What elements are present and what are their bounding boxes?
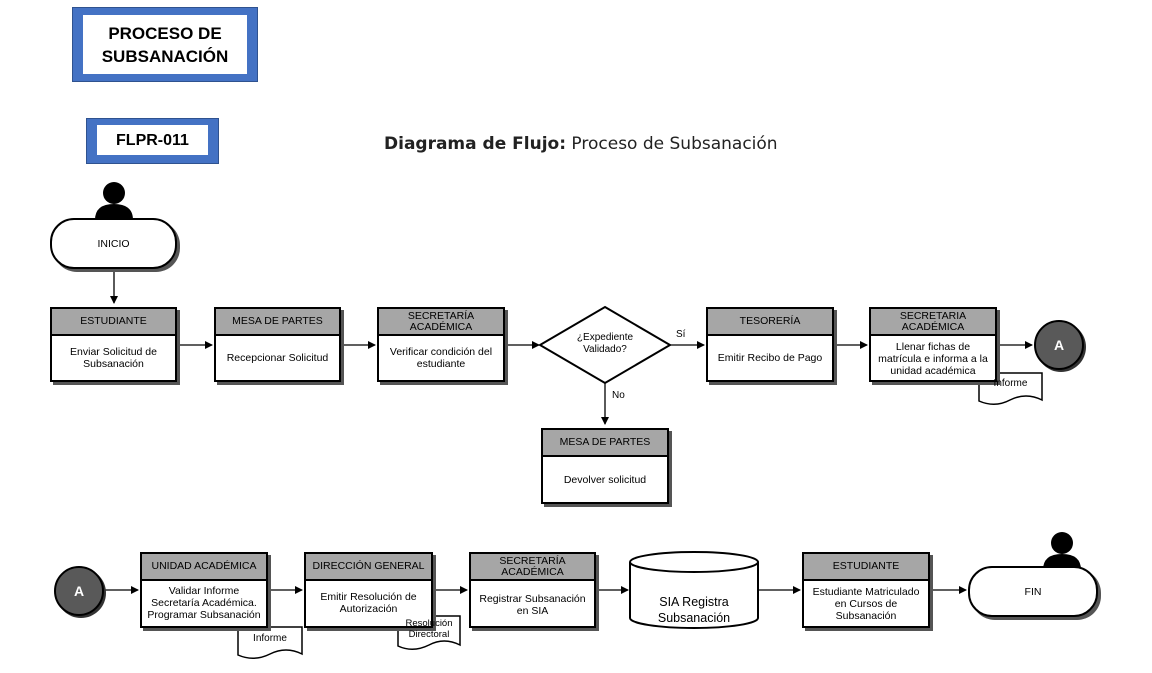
heading-rest: Proceso de Subsanación	[571, 134, 778, 154]
step-text: Recepcionar Solicitud	[226, 352, 329, 364]
step-estudiante: ESTUDIANTE Enviar Solicitud de Subsanaci…	[50, 307, 177, 382]
step-role: ESTUDIANTE	[804, 554, 928, 581]
step-text: Emitir Recibo de Pago	[717, 352, 823, 364]
step-secretaria-3: SECRETARÍA ACADÉMICA Registrar Subsanaci…	[469, 552, 596, 628]
step-text: Emitir Resolución de Autorización	[320, 591, 417, 615]
step-unidad-academica: UNIDAD ACADÉMICA Validar Informe Secreta…	[140, 552, 268, 628]
step-role: SECRETARÍA ACADÉMICA	[379, 309, 503, 336]
start-terminal: INICIO	[50, 218, 177, 269]
step-direccion-general: DIRECCIÓN GENERAL Emitir Resolución de A…	[304, 552, 433, 628]
diagram-heading: Diagrama de Flujo: Proceso de Subsanació…	[384, 134, 778, 154]
step-text: Validar Informe Secretaría Académica. Pr…	[147, 585, 261, 621]
step-text: Verificar condición del estudiante	[389, 346, 493, 370]
database-cylinder	[629, 551, 759, 629]
person-icon-start	[95, 182, 133, 220]
document-resolucion-text: Resolución Directoral	[405, 618, 453, 640]
document-informe-2-text: Informe	[253, 633, 287, 644]
person-icon-end	[1043, 532, 1081, 570]
step-tesoreria: TESORERÍA Emitir Recibo de Pago	[706, 307, 834, 382]
end-terminal: FIN	[968, 566, 1098, 617]
document-informe-1-text: Informe	[993, 378, 1028, 389]
step-text: Registrar Subsanación en SIA	[479, 593, 586, 617]
process-code-box: FLPR-011	[86, 118, 219, 164]
step-text: Llenar fichas de matrícula e informa a l…	[878, 341, 988, 377]
process-title: PROCESO DE SUBSANACIÓN	[83, 15, 247, 74]
connector-a-out: A	[1034, 320, 1084, 370]
connector-a-in: A	[54, 566, 104, 616]
step-role: SECRETARÍA ACADÉMICA	[471, 554, 594, 581]
step-role: TESORERÍA	[708, 309, 832, 336]
step-mesa-partes-devolver: MESA DE PARTES Devolver solicitud	[541, 428, 669, 504]
document-informe-2	[237, 626, 303, 659]
step-secretaria-2: SECRETARIA ACADÉMICA Llenar fichas de ma…	[869, 307, 997, 382]
decision-diamond	[538, 305, 672, 385]
step-text: Enviar Solicitud de Subsanación	[70, 346, 157, 370]
step-role: MESA DE PARTES	[216, 309, 339, 336]
step-text: Estudiante Matriculado en Cursos de Subs…	[812, 586, 920, 622]
step-mesa-partes: MESA DE PARTES Recepcionar Solicitud	[214, 307, 341, 382]
database-text: SIA Registra Subsanación	[657, 595, 731, 625]
decision-yes-label: Sí	[676, 329, 686, 340]
decision-text: ¿Expediente Validado?	[576, 332, 634, 355]
step-role: SECRETARIA ACADÉMICA	[871, 309, 995, 336]
step-role: UNIDAD ACADÉMICA	[142, 554, 266, 581]
process-code: FLPR-011	[97, 125, 208, 155]
step-role: ESTUDIANTE	[52, 309, 175, 336]
process-title-box: PROCESO DE SUBSANACIÓN	[72, 7, 258, 82]
step-role: DIRECCIÓN GENERAL	[306, 554, 431, 581]
decision-no-label: No	[612, 390, 625, 401]
step-role: MESA DE PARTES	[543, 430, 667, 457]
step-estudiante-matriculado: ESTUDIANTE Estudiante Matriculado en Cur…	[802, 552, 930, 628]
step-text: Devolver solicitud	[563, 473, 647, 486]
step-secretaria-1: SECRETARÍA ACADÉMICA Verificar condición…	[377, 307, 505, 382]
heading-bold: Diagrama de Flujo:	[384, 134, 567, 154]
